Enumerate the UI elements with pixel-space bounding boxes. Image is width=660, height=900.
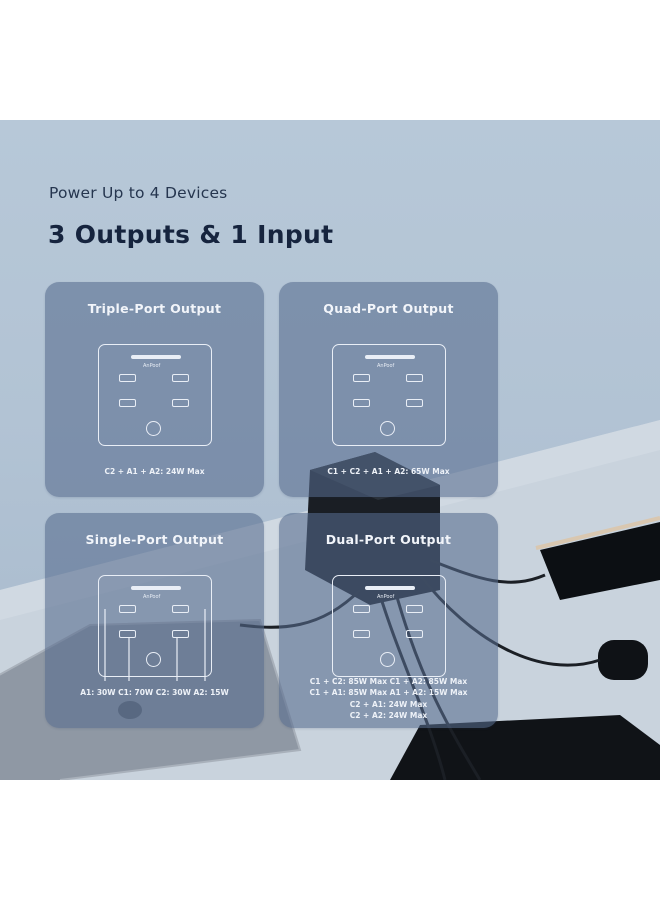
port-c1 bbox=[119, 399, 136, 407]
port-a1 bbox=[353, 605, 370, 613]
port-c1 bbox=[353, 630, 370, 638]
port-a1 bbox=[353, 374, 370, 382]
display-slot bbox=[131, 355, 181, 359]
product-scene: Power Up to 4 Devices 3 Outputs & 1 Inpu… bbox=[0, 120, 660, 780]
port-c1 bbox=[353, 399, 370, 407]
single-port-panel: Single-Port Output AnPoof A1: 30W C1: 70… bbox=[45, 513, 264, 728]
smartphone-icon bbox=[535, 516, 660, 600]
quad-port-panel: Quad-Port Output AnPoof C1 + C2 + A1 + A… bbox=[279, 282, 498, 497]
display-slot bbox=[131, 586, 181, 590]
port-c2 bbox=[406, 630, 423, 638]
port-a2 bbox=[172, 605, 189, 613]
triple-port-title: Triple-Port Output bbox=[87, 301, 222, 316]
dual-port-caption-line-3: C2 + A1: 24W Max bbox=[349, 700, 428, 709]
port-c1 bbox=[119, 630, 136, 638]
headline-subtitle: Power Up to 4 Devices bbox=[49, 184, 228, 202]
port-c2 bbox=[406, 399, 423, 407]
triple-port-panel: Triple-Port Output AnPoof C2 + A1 + A2: … bbox=[45, 282, 264, 497]
quad-port-title: Quad-Port Output bbox=[323, 301, 454, 316]
dual-port-title: Dual-Port Output bbox=[325, 532, 452, 547]
port-c2 bbox=[172, 630, 189, 638]
tablet-icon bbox=[390, 715, 660, 780]
earbuds-case-icon bbox=[598, 640, 648, 680]
port-c2 bbox=[172, 399, 189, 407]
dual-port-caption-line-2: C1 + A1: 85W Max A1 + A2: 15W Max bbox=[309, 688, 468, 697]
display-slot bbox=[365, 586, 415, 590]
headline-title: 3 Outputs & 1 Input bbox=[48, 220, 334, 249]
port-a2 bbox=[172, 374, 189, 382]
dual-port-caption-line-1: C1 + C2: 85W Max C1 + A2: 85W Max bbox=[309, 677, 468, 686]
port-a1 bbox=[119, 605, 136, 613]
power-button-icon bbox=[380, 421, 395, 436]
single-port-caption: A1: 30W C1: 70W C2: 30W A2: 15W bbox=[80, 688, 229, 697]
triple-port-caption: C2 + A1 + A2: 24W Max bbox=[104, 467, 205, 476]
dual-port-caption-line-4: C2 + A2: 24W Max bbox=[349, 711, 428, 720]
display-slot bbox=[365, 355, 415, 359]
charger-diagram: AnPoof bbox=[98, 575, 212, 677]
brand-label: AnPoof bbox=[377, 363, 395, 369]
brand-label: AnPoof bbox=[143, 594, 161, 600]
quad-port-caption: C1 + C2 + A1 + A2: 65W Max bbox=[327, 467, 450, 476]
port-a2 bbox=[406, 374, 423, 382]
power-button-icon bbox=[146, 421, 161, 436]
brand-label: AnPoof bbox=[377, 594, 395, 600]
power-button-icon bbox=[146, 652, 161, 667]
single-port-title: Single-Port Output bbox=[85, 532, 224, 547]
power-button-icon bbox=[380, 652, 395, 667]
brand-label: AnPoof bbox=[143, 363, 161, 369]
charger-diagram: AnPoof bbox=[332, 344, 446, 446]
port-a1 bbox=[119, 374, 136, 382]
port-bracket-lines bbox=[104, 609, 206, 681]
dual-port-panel: Dual-Port Output AnPoof C1 + C2: 85W Max… bbox=[279, 513, 498, 728]
charger-diagram: AnPoof bbox=[332, 575, 446, 677]
charger-diagram: AnPoof bbox=[98, 344, 212, 446]
port-a2 bbox=[406, 605, 423, 613]
